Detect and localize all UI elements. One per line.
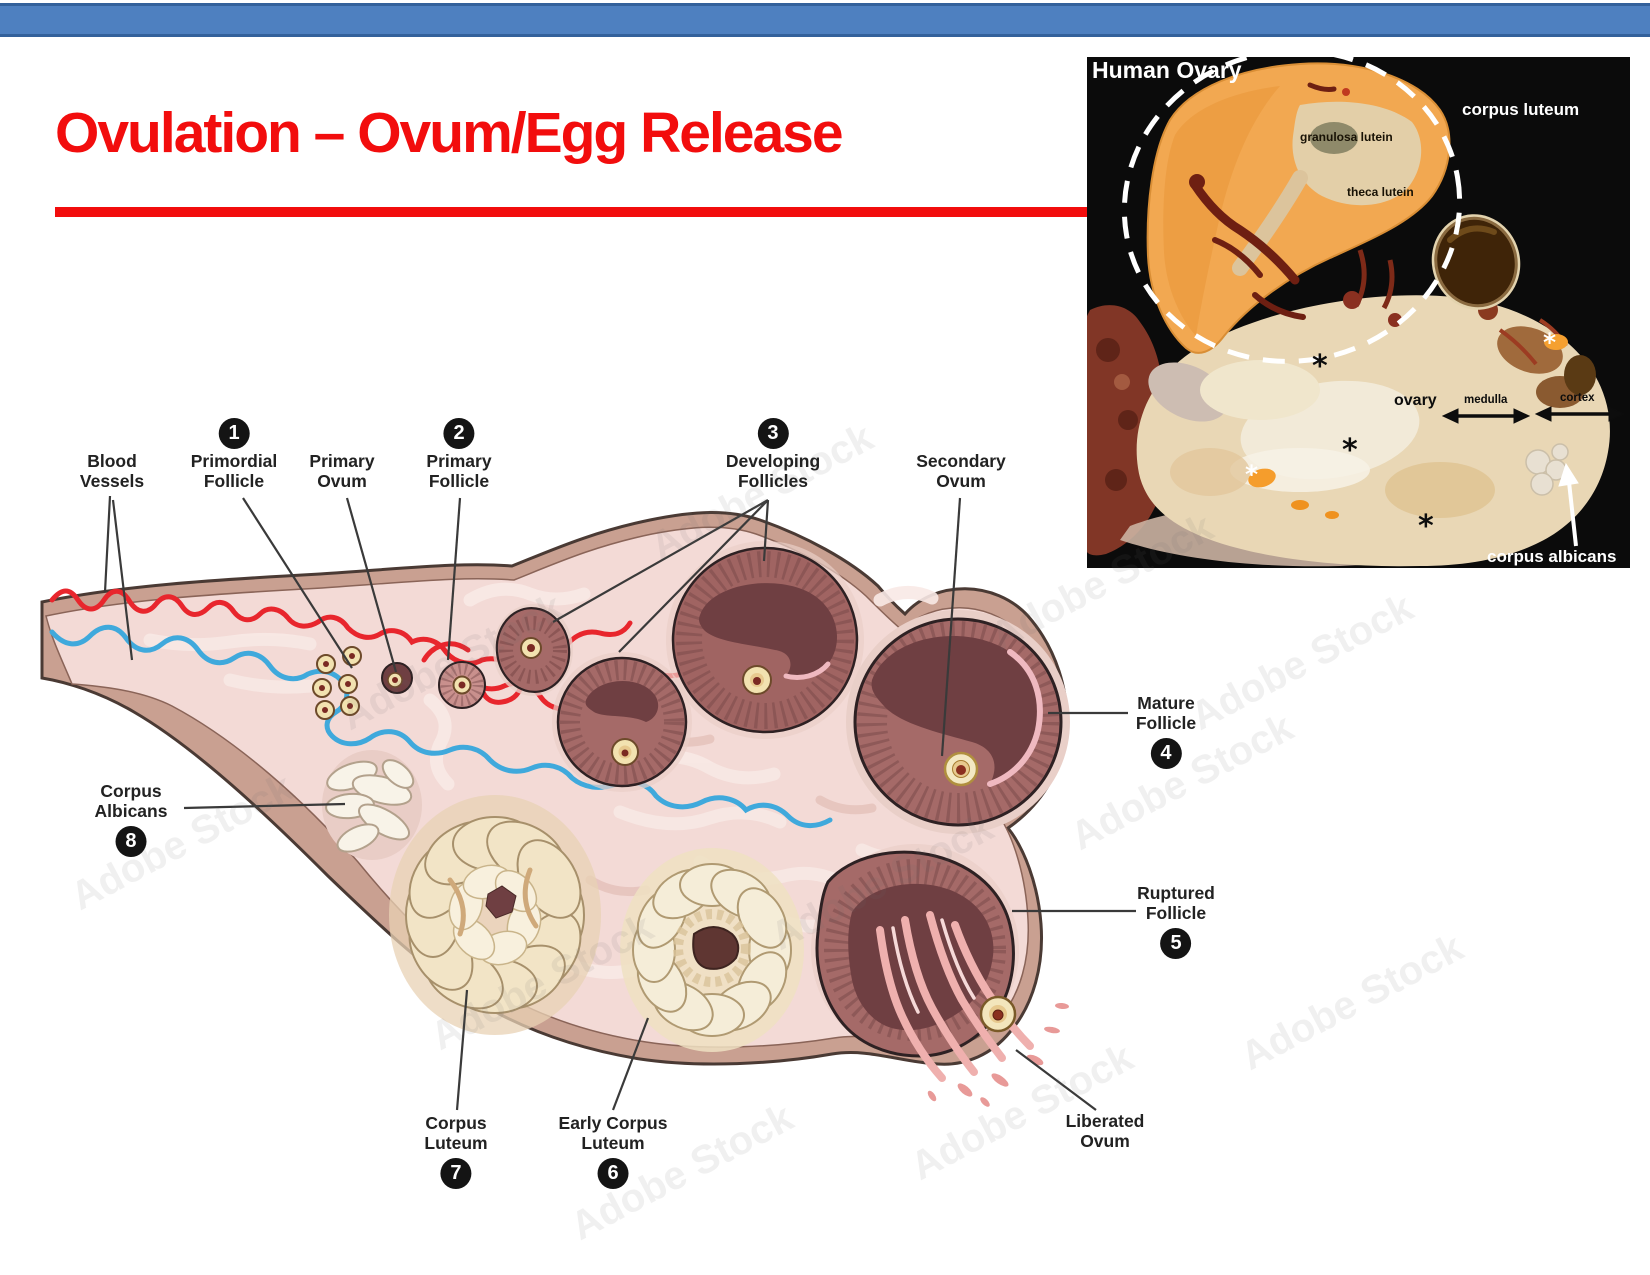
label-developing-follicles: 3 Developing Follicles <box>726 418 820 491</box>
label-line: Early Corpus <box>558 1113 668 1133</box>
page-title: Ovulation – Ovum/Egg Release <box>55 101 844 165</box>
label-primordial-follicle: 1 Primordial Follicle <box>190 418 278 491</box>
label-line: Primary <box>309 451 375 471</box>
primary-follicle-shape <box>438 661 486 709</box>
label-secondary-ovum: Secondary Ovum <box>916 451 1006 491</box>
connector-lines <box>103 495 1136 1111</box>
photo-label-ovary: ovary <box>1394 392 1437 409</box>
step-badge-7: 7 <box>440 1158 472 1189</box>
early-corpus-luteum-shape <box>620 848 804 1052</box>
label-line: Ovum <box>936 470 986 491</box>
corpus-luteum-dashed-outline <box>1121 57 1463 364</box>
photo-label-cortex: cortex <box>1560 392 1595 404</box>
label-line: Luteum <box>424 1132 488 1153</box>
label-line: Liberated <box>1065 1111 1145 1131</box>
asterisk-marker: * <box>1543 328 1557 357</box>
label-line: Secondary <box>916 451 1006 471</box>
label-line: Luteum <box>581 1132 645 1153</box>
step-badge-1: 1 <box>218 418 250 449</box>
label-line: Primordial <box>190 451 278 471</box>
vein-blue <box>49 624 833 828</box>
label-early-corpus-luteum: Early Corpus Luteum 6 <box>558 1113 668 1189</box>
label-line: Ovum <box>317 470 367 491</box>
asterisk-marker: * <box>1312 349 1328 384</box>
photo-label-medulla: medulla <box>1464 394 1508 406</box>
label-line: Follicle <box>203 470 265 491</box>
photo-label-theca-lutein: theca lutein <box>1347 185 1414 199</box>
title-underline <box>55 207 1090 217</box>
label-line: Corpus <box>425 1113 487 1133</box>
label-liberated-ovum: Liberated Ovum <box>1065 1111 1145 1151</box>
photo-title: Human Ovary <box>1092 57 1242 83</box>
developing-follicle-b <box>666 541 864 739</box>
label-primary-ovum: Primary Ovum <box>309 451 375 491</box>
corpus-albicans-arrow <box>1558 462 1579 547</box>
mature-follicle-shape <box>846 610 1070 834</box>
step-badge-8: 8 <box>115 826 147 857</box>
asterisk-marker: * <box>1342 433 1358 468</box>
ovary-diagram <box>40 495 1136 1111</box>
label-line: Follicles <box>737 470 809 491</box>
label-primary-follicle: 2 Primary Follicle <box>426 418 492 491</box>
label-mature-follicle: Mature Follicle 4 <box>1135 693 1197 769</box>
label-line: Follicle <box>428 470 490 491</box>
cortex-arrow <box>1534 406 1626 422</box>
label-line: Follicle <box>1135 712 1197 733</box>
developing-follicle-a <box>552 652 692 792</box>
photo-label-corpus-albicans: corpus albicans <box>1487 547 1617 566</box>
medulla-arrow <box>1441 408 1531 424</box>
label-line: Primary <box>426 451 492 471</box>
ruptured-follicle-shape <box>811 844 1069 1107</box>
ovulation-spray <box>927 1002 1069 1107</box>
header-bar <box>0 3 1650 37</box>
asterisk-marker: * <box>1245 460 1259 489</box>
label-blood-vessels: Blood Vessels <box>79 451 145 491</box>
corpus-albicans-shape <box>322 750 422 860</box>
primordial-follicles <box>312 646 362 720</box>
label-line: Corpus <box>100 781 162 801</box>
primary-ovum-shape <box>381 662 413 694</box>
label-line: Blood <box>87 451 137 471</box>
early-secondary-follicle-shape <box>493 604 573 696</box>
step-badge-6: 6 <box>597 1158 629 1189</box>
corpus-luteum-shape <box>389 795 601 1035</box>
label-line: Vessels <box>79 470 145 491</box>
label-line: Albicans <box>94 800 168 821</box>
human-ovary-photo <box>1087 57 1630 568</box>
label-line: Developing <box>725 451 821 471</box>
liberated-ovum-shape <box>979 995 1017 1033</box>
photo-label-corpus-luteum: corpus luteum <box>1462 100 1580 119</box>
label-corpus-luteum: Corpus Luteum 7 <box>424 1113 488 1189</box>
step-badge-5: 5 <box>1160 928 1192 959</box>
label-line: Follicle <box>1145 902 1207 923</box>
label-line: Ruptured <box>1137 883 1215 903</box>
asterisk-marker: * <box>1418 509 1434 544</box>
artery-red <box>49 588 689 735</box>
label-ruptured-follicle: Ruptured Follicle 5 <box>1137 883 1215 959</box>
step-badge-3: 3 <box>757 418 789 449</box>
label-corpus-albicans: Corpus Albicans 8 <box>94 781 168 857</box>
label-line: Mature <box>1137 693 1195 713</box>
label-line: Ovum <box>1080 1130 1130 1151</box>
photo-label-granulosa-lutein: granulosa lutein <box>1300 130 1393 144</box>
step-badge-2: 2 <box>443 418 475 449</box>
step-badge-4: 4 <box>1150 738 1182 769</box>
